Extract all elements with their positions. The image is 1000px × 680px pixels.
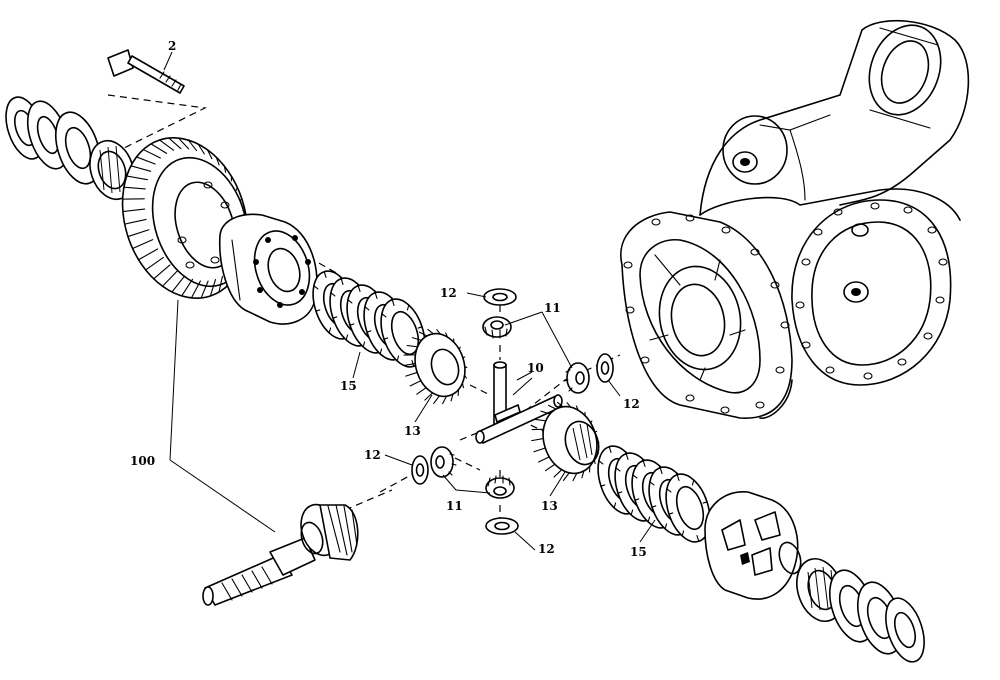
- thrust-washer-right: [596, 353, 614, 383]
- pinion-gear-top: [482, 316, 512, 339]
- callout-11-top: 11: [544, 301, 561, 315]
- pinion-gear-left: [430, 446, 457, 478]
- leader-lines: [163, 51, 656, 551]
- callout-12-left: 12: [364, 448, 381, 462]
- callout-2: 2: [168, 39, 176, 53]
- pinion-gear-bottom: [485, 475, 515, 499]
- clutch-pack-left: [312, 270, 426, 368]
- thrust-washer-top: [483, 288, 517, 306]
- side-gear-left: [403, 328, 468, 405]
- callout-13-right: 13: [541, 499, 558, 513]
- axle-housing: [620, 19, 970, 419]
- callouts: 2 12 11 10 12 15 13 12 100 11 13 12 15: [130, 39, 647, 559]
- callout-100: 100: [130, 454, 155, 468]
- callout-12-top: 12: [440, 286, 457, 300]
- callout-12-bottom: 12: [538, 542, 555, 556]
- callout-10: 10: [527, 361, 544, 375]
- right-case-half: [704, 491, 802, 600]
- thrust-washer-left: [411, 455, 429, 485]
- cross-shaft: [475, 361, 563, 444]
- thrust-washer-bottom: [485, 517, 519, 535]
- right-seal-stack: [829, 569, 925, 663]
- callout-15-left: 15: [340, 379, 357, 393]
- pinion-shaft: [202, 503, 359, 606]
- clutch-pack-right: [597, 445, 711, 543]
- left-bearing: [89, 139, 135, 201]
- pinion-gear-right: [563, 362, 590, 394]
- callout-13-left: 13: [404, 424, 421, 438]
- callout-11-bottom: 11: [446, 499, 463, 513]
- differential-case: [218, 213, 318, 325]
- callout-12-right: 12: [623, 397, 640, 411]
- bolt-part-2: [107, 49, 185, 94]
- ring-gear: [121, 137, 249, 299]
- side-gear-right: [531, 401, 600, 482]
- callout-15-right: 15: [630, 545, 647, 559]
- left-seal-stack: [5, 96, 101, 185]
